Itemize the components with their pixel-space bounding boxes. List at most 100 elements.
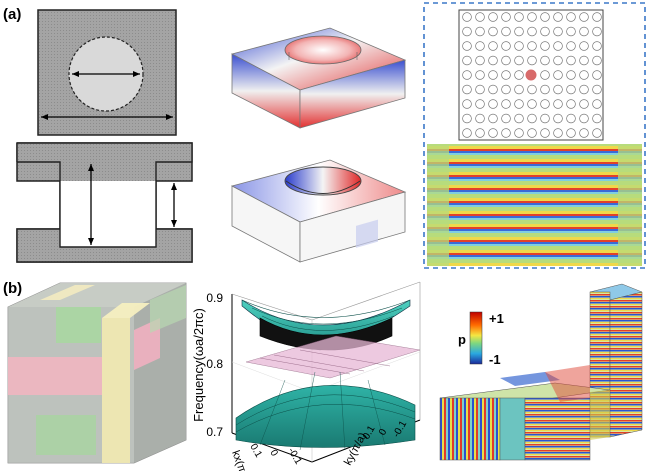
lattice-hole <box>527 55 537 66</box>
lattice-hole <box>592 128 602 138</box>
lattice-hole <box>462 84 472 95</box>
lattice-hole <box>540 84 550 95</box>
lattice-hole <box>579 84 589 95</box>
lattice-hole <box>488 113 498 124</box>
lattice-hole <box>540 128 550 138</box>
lattice-hole <box>488 26 498 37</box>
lattice-hole <box>553 84 563 95</box>
lattice-hole <box>592 41 602 51</box>
panel-a-unit-cell <box>37 9 177 136</box>
lattice-hole <box>462 70 472 80</box>
lattice-hole <box>475 26 485 37</box>
dashed-frame <box>423 2 646 269</box>
lattice-hole <box>527 84 537 95</box>
lattice-hole <box>553 41 563 51</box>
lattice-hole <box>527 12 537 22</box>
lattice-hole <box>553 113 563 124</box>
panel-label-b: (b) <box>3 280 22 297</box>
lattice-hole <box>553 99 563 109</box>
lattice-hole <box>462 55 472 66</box>
z-axis-label: Frequency(ωa/2πc) <box>191 308 206 422</box>
lattice-hole <box>540 26 550 37</box>
lattice-hole <box>514 55 524 66</box>
lattice-hole <box>592 99 602 109</box>
lattice-hole <box>462 41 472 51</box>
lattice-hole <box>553 26 563 37</box>
lattice-hole <box>514 70 524 80</box>
lattice-hole <box>579 26 589 37</box>
z-tick-1: 0.8 <box>206 357 223 371</box>
lattice-hole <box>566 12 576 22</box>
lattice-hole <box>501 99 511 109</box>
panel-label-a: (a) <box>3 6 21 23</box>
lattice-hole <box>514 99 524 109</box>
lattice-hole <box>514 12 524 22</box>
lattice-hole <box>488 99 498 109</box>
lattice-hole <box>475 128 485 138</box>
lattice-hole <box>579 12 589 22</box>
colorbar-max: +1 <box>489 311 504 326</box>
lattice-hole <box>579 113 589 124</box>
mode-field-cube-top <box>230 27 407 129</box>
x-tick-2: -0.1 <box>285 446 303 467</box>
lattice-hole <box>514 26 524 37</box>
lattice-hole <box>553 70 563 80</box>
lattice-hole <box>501 41 511 51</box>
lattice-hole <box>488 70 498 80</box>
lattice-hole <box>475 12 485 22</box>
y-tick-1: 0 <box>377 427 390 438</box>
lattice-hole <box>475 41 485 51</box>
lattice-hole <box>540 99 550 109</box>
lattice-hole <box>540 113 550 124</box>
panel-a-cross-section <box>16 142 193 263</box>
lattice-hole <box>592 26 602 37</box>
lattice-hole <box>592 55 602 66</box>
lattice-hole <box>462 26 472 37</box>
lower-band <box>235 385 416 448</box>
lattice-hole <box>540 41 550 51</box>
lattice-simulation-frame <box>423 2 646 269</box>
colorbar-symbol: p <box>458 332 466 347</box>
z-tick-2: 0.7 <box>206 425 223 439</box>
lattice-hole <box>566 128 576 138</box>
lattice-hole <box>462 113 472 124</box>
lattice-hole <box>514 113 524 124</box>
lattice-hole <box>501 12 511 22</box>
lattice-hole <box>592 84 602 95</box>
lattice-hole <box>488 12 498 22</box>
lattice-hole <box>462 99 472 109</box>
lattice-hole <box>566 41 576 51</box>
colorbar: p +1 -1 <box>458 311 504 367</box>
lattice-hole <box>475 70 485 80</box>
lattice-hole <box>501 113 511 124</box>
lattice-hole <box>527 128 537 138</box>
lattice-hole <box>514 128 524 138</box>
lattice-hole <box>501 128 511 138</box>
lattice-hole <box>501 55 511 66</box>
lattice-hole <box>566 26 576 37</box>
lattice-hole <box>566 55 576 66</box>
lattice-hole <box>488 128 498 138</box>
lattice-hole <box>501 70 511 80</box>
lattice-hole <box>592 70 602 80</box>
lattice-hole <box>592 113 602 124</box>
lattice-hole <box>553 55 563 66</box>
waveguide-field <box>439 283 643 461</box>
lattice-hole <box>462 12 472 22</box>
x-tick-0: 0.1 <box>247 442 264 460</box>
lattice-hole <box>488 84 498 95</box>
lattice-hole <box>579 55 589 66</box>
lattice-hole <box>566 99 576 109</box>
lattice-hole <box>540 70 550 80</box>
woodpile-cube <box>7 282 187 464</box>
lattice-hole <box>475 99 485 109</box>
lattice-hole <box>501 84 511 95</box>
x-axis-label: kx(π/a) <box>229 449 252 471</box>
lattice-hole <box>540 12 550 22</box>
lattice-hole <box>475 113 485 124</box>
source-point <box>524 68 538 82</box>
lattice-hole <box>501 26 511 37</box>
z-tick-0: 0.9 <box>206 291 223 305</box>
x-tick-1: 0 <box>267 448 280 459</box>
